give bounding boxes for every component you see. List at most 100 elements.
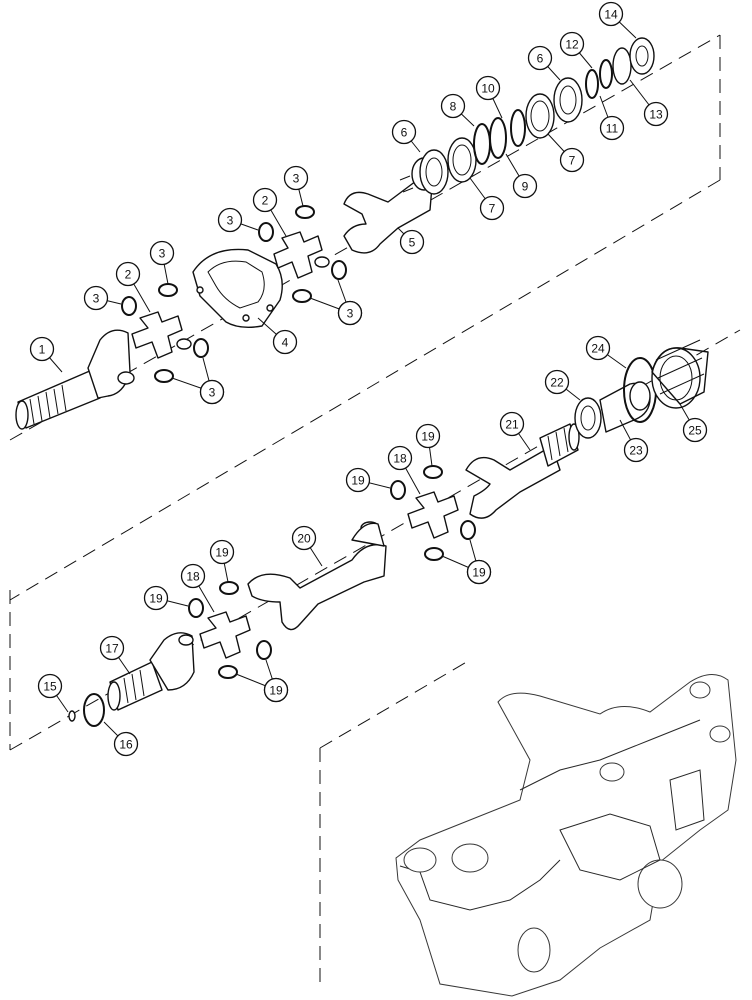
callout-15: 15 <box>37 673 69 713</box>
callout-10: 10 <box>475 75 503 119</box>
callout-circle <box>544 369 570 395</box>
universal-joint-cross-part-18-upper <box>407 491 459 539</box>
callout-number: 11 <box>606 122 619 136</box>
callout-circle <box>37 673 63 699</box>
snap-rings-part-3-upper <box>258 205 347 303</box>
callout-number: 3 <box>293 172 300 186</box>
callout-number: 22 <box>550 376 564 390</box>
callout-circle <box>623 437 649 463</box>
callout-circle <box>345 467 371 493</box>
callout-19: 19 <box>441 555 492 585</box>
callout-number: 13 <box>649 108 663 122</box>
bearings-and-seals-parts-6-to-14 <box>419 37 655 195</box>
callout-18: 18 <box>180 563 215 613</box>
callout-circle <box>180 563 206 589</box>
callout-circle <box>475 75 501 101</box>
callout-number: 16 <box>119 738 133 752</box>
callout-number: 15 <box>43 680 57 694</box>
callout-circle <box>113 731 139 757</box>
callout-number: 7 <box>569 154 576 168</box>
ring-part-16 <box>83 693 105 727</box>
callout-number: 2 <box>262 194 269 208</box>
callout-2: 2 <box>252 187 287 237</box>
callout-circle <box>585 335 611 361</box>
callout-number: 2 <box>125 268 132 282</box>
bearing-part-7-lower <box>447 137 477 183</box>
clip-part-15 <box>68 710 76 722</box>
callout-number: 3 <box>347 307 354 321</box>
callout-number: 19 <box>421 430 435 444</box>
callout-number: 17 <box>105 642 119 656</box>
callout-22: 22 <box>544 369 581 401</box>
callout-number: 5 <box>409 236 416 250</box>
snap-rings-part-19-lower <box>188 581 272 679</box>
callout-7: 7 <box>469 177 505 221</box>
seal-part-22 <box>574 397 602 439</box>
callout-circle <box>387 445 413 471</box>
callout-circle <box>149 240 175 266</box>
callout-9: 9 <box>505 153 538 199</box>
splined-yoke-part-17 <box>107 632 195 711</box>
callout-19: 19 <box>209 539 235 583</box>
callout-number: 19 <box>351 474 365 488</box>
callout-25: 25 <box>679 403 708 443</box>
callout-24: 24 <box>585 335 627 369</box>
callout-3: 3 <box>309 297 363 326</box>
callout-circle <box>599 115 625 141</box>
callout-number: 20 <box>297 532 311 546</box>
callout-circle <box>115 261 141 287</box>
callout-14: 14 <box>598 1 637 39</box>
gear-part-25 <box>651 339 709 409</box>
callout-23: 23 <box>619 419 649 463</box>
callout-circle <box>143 585 169 611</box>
callout-number: 19 <box>215 546 229 560</box>
callout-2: 2 <box>115 261 151 313</box>
callout-number: 6 <box>537 52 544 66</box>
callout-number: 19 <box>472 566 486 580</box>
upper-driveshaft-assembly <box>15 37 655 430</box>
lower-driveshaft-assembly <box>68 339 709 727</box>
callout-number: 3 <box>209 386 216 400</box>
callout-circle <box>209 539 235 565</box>
callout-circle <box>527 45 553 71</box>
callout-circle <box>199 379 225 405</box>
callout-17: 17 <box>99 635 131 675</box>
callout-4: 4 <box>257 317 298 355</box>
callout-circle <box>440 93 466 119</box>
callout-18: 18 <box>387 445 421 495</box>
callout-circle <box>479 195 505 221</box>
callout-circle <box>499 411 525 437</box>
callout-circle <box>399 229 425 255</box>
callout-3: 3 <box>217 207 259 233</box>
callout-circle <box>252 187 278 213</box>
callout-circle <box>643 101 669 127</box>
snap-rings-part-3-lower <box>121 283 209 383</box>
callout-12: 12 <box>559 31 593 69</box>
callout-circle <box>337 300 363 326</box>
callout-circle <box>99 635 125 661</box>
callout-1: 1 <box>29 336 63 373</box>
callout-21: 21 <box>499 411 531 451</box>
callout-circle <box>29 336 55 362</box>
snap-rings-part-19-upper <box>390 465 476 561</box>
callout-3: 3 <box>283 165 309 207</box>
callout-circle <box>415 423 441 449</box>
callout-labels: 1223333333345667789101112131415161718181… <box>29 1 708 757</box>
callout-8: 8 <box>440 93 475 127</box>
sleeve-part-23 <box>599 381 651 433</box>
callout-number: 18 <box>186 570 200 584</box>
bearing-race-part-6-lower <box>419 149 449 195</box>
callout-circle <box>512 173 538 199</box>
callout-6: 6 <box>527 45 561 81</box>
callout-circle <box>682 417 708 443</box>
callout-circle <box>272 329 298 355</box>
lock-washer-part-13 <box>612 47 632 85</box>
callout-number: 6 <box>401 126 408 140</box>
callout-3: 3 <box>83 285 122 311</box>
callout-number: 4 <box>282 336 289 350</box>
callout-circle <box>559 31 585 57</box>
bearing-part-7-upper <box>525 93 555 139</box>
double-yoke-shaft-part-20 <box>247 521 387 631</box>
callout-13: 13 <box>629 79 669 127</box>
